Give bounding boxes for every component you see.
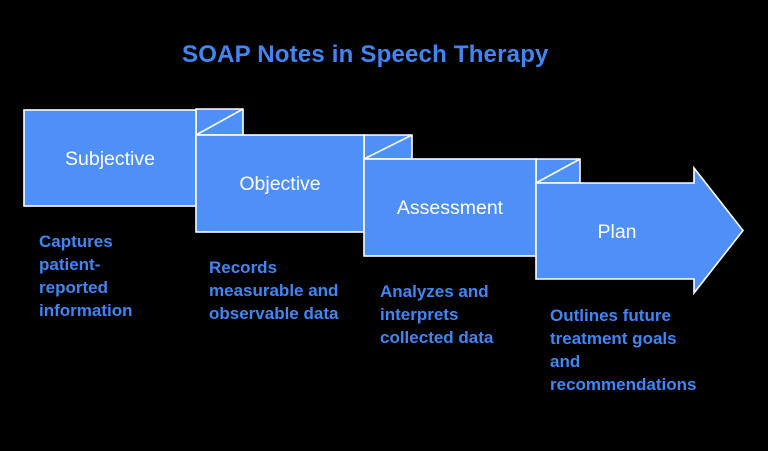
objective-description: Records measurable and observable data <box>209 258 339 323</box>
plan-box-label: Plan <box>597 221 636 243</box>
assessment-description: Analyzes and interprets collected data <box>380 282 494 347</box>
plan-arrow-box <box>535 165 745 296</box>
diagram-title: SOAP Notes in Speech Therapy <box>182 41 549 68</box>
subjective-box <box>23 109 197 207</box>
plan-description: Outlines future treatment goals and reco… <box>550 306 697 394</box>
assessment-box <box>363 158 537 257</box>
assessment-box-label: Assessment <box>397 197 504 219</box>
fold-crease-2 <box>363 134 413 160</box>
subjective-box-label: Subjective <box>65 148 155 170</box>
fold-crease-3 <box>535 158 581 184</box>
fold-crease-1 <box>195 108 244 136</box>
objective-box <box>195 134 365 233</box>
objective-box-label: Objective <box>239 173 320 195</box>
subjective-description: Captures patient- reported information <box>39 232 133 320</box>
